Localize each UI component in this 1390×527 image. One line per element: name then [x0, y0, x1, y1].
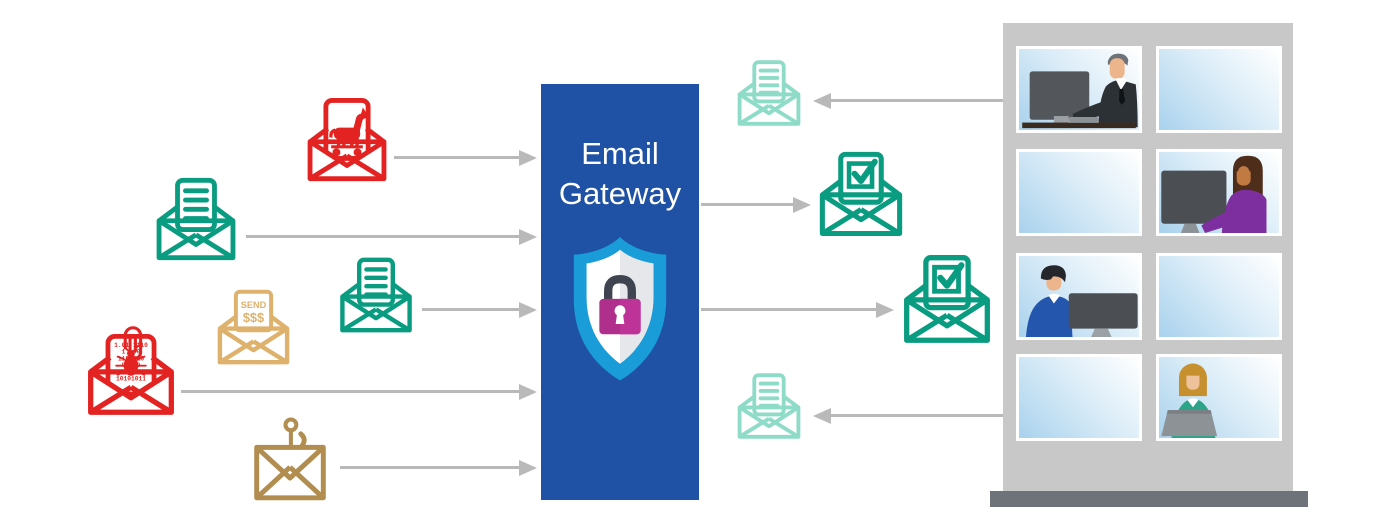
arrow-trojan-to-gateway: [394, 156, 520, 159]
office-window-empty: [1016, 354, 1142, 441]
arrow-virus-to-gateway: [181, 390, 520, 393]
approved-checkmark-email-icon: [898, 250, 996, 346]
worker-woman-in-purple: [1161, 155, 1267, 233]
office-window-man-in-suit: [1016, 46, 1142, 133]
virus-attachment-email-icon: 1.01.1110 1. 00 110 010 00 90 100 011 10…: [83, 317, 179, 423]
outgoing-document-email-icon: [734, 52, 804, 134]
trojan-horse-email-icon: [303, 92, 391, 188]
email-gateway-label: Email Gateway: [558, 136, 682, 211]
spam-money-email-icon: SEND $$$: [209, 287, 298, 367]
worker-man-in-blue: [1025, 265, 1138, 337]
office-building: [1003, 23, 1293, 492]
arrow-document2-to-gateway: [422, 308, 520, 311]
office-window-empty: [1156, 46, 1282, 133]
office-window-woman-at-laptop: [1156, 354, 1282, 441]
worker-woman-at-laptop: [1161, 363, 1218, 438]
security-shield-lock-icon: [561, 234, 679, 394]
worker-man-in-suit: [1022, 53, 1138, 129]
clean-document-email-icon: [152, 170, 240, 268]
arrow-document-to-gateway: [246, 235, 520, 238]
arrow-office-to-outgoing1: [830, 99, 1003, 102]
office-window-empty: [1016, 149, 1142, 236]
spam-card-dollars-text: $$$: [243, 310, 264, 325]
clean-document-email-icon: [336, 252, 416, 338]
arrow-gateway-to-approved2: [701, 308, 877, 311]
svg-text:10101011: 10101011: [116, 376, 146, 383]
padlock-shackle: [604, 275, 636, 301]
outgoing-document-email-icon: [734, 366, 804, 446]
trojan-horse-glyph: [329, 107, 371, 157]
arrow-phishing-to-gateway: [340, 466, 520, 469]
arrow-gateway-to-approved1: [701, 203, 794, 206]
paperclip-icon: [123, 326, 143, 360]
phishing-hook-email-icon: [245, 413, 335, 507]
approved-checkmark-email-icon: [815, 146, 907, 240]
office-window-man-in-blue: [1016, 253, 1142, 340]
office-window-empty: [1156, 253, 1282, 340]
office-window-woman-in-purple: [1156, 149, 1282, 236]
arrow-office-to-outgoing2: [830, 414, 1003, 417]
email-gateway-panel: Email Gateway: [541, 84, 699, 500]
building-base: [990, 491, 1308, 507]
spam-card-send-text: SEND: [241, 300, 267, 310]
